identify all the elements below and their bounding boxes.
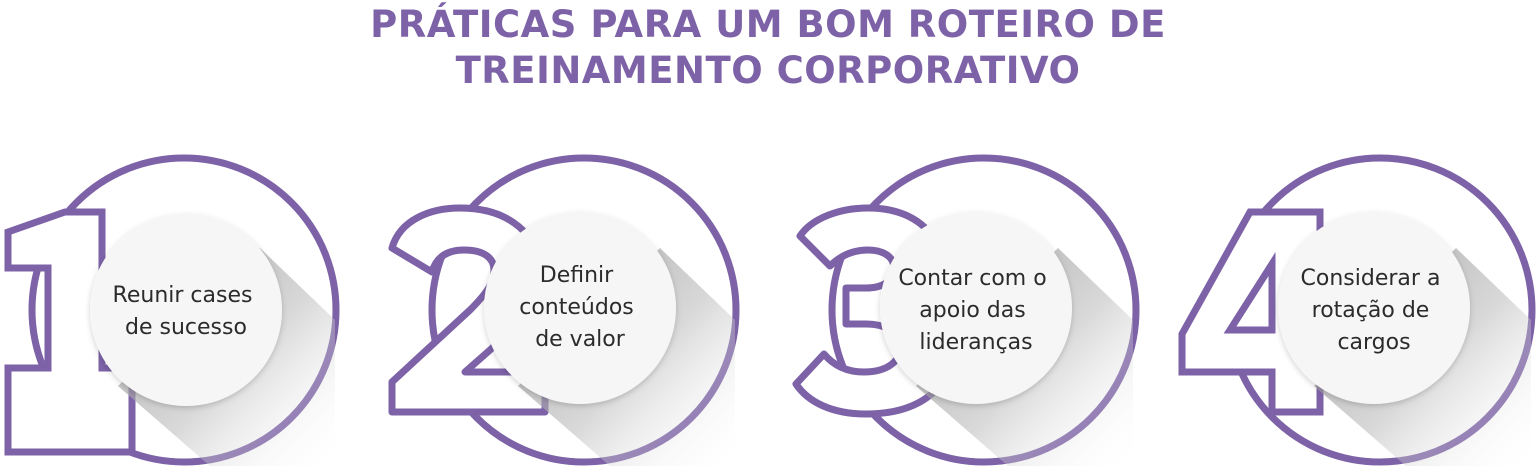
step-3-line-2: apoio das bbox=[919, 298, 1025, 323]
step-4: Considerar a rotação de cargos bbox=[1178, 154, 1536, 466]
step-1-line-1: Reunir cases bbox=[113, 283, 253, 308]
step-4-number-counter bbox=[1223, 251, 1276, 334]
step-4-line-3: cargos bbox=[1337, 330, 1410, 355]
step-4-line-2: rotação de bbox=[1312, 298, 1430, 323]
step-1-outer-ring bbox=[28, 154, 340, 466]
step-3-text: Contar com o apoio das lideranças bbox=[898, 266, 1053, 355]
step-2-line-1: Definir bbox=[540, 263, 614, 288]
step-2-line-2: conteúdos bbox=[519, 295, 634, 320]
step-2-inner-circle bbox=[484, 212, 676, 404]
title-line-1: PRÁTICAS PARA UM BOM ROTEIRO DE bbox=[370, 3, 1166, 46]
title-line-2: TREINAMENTO CORPORATIVO bbox=[455, 49, 1081, 92]
step-3-inner-circle bbox=[880, 212, 1072, 404]
page-title: PRÁTICAS PARA UM BOM ROTEIRO DE TREINAME… bbox=[0, 2, 1536, 94]
step-4-text: Considerar a rotação de cargos bbox=[1301, 266, 1448, 355]
step-2-text: Definir conteúdos de valor bbox=[519, 263, 641, 352]
step-3-outer-ring bbox=[828, 154, 1140, 466]
step-2-line-3: de valor bbox=[535, 327, 626, 352]
step-2: Definir conteúdos de valor bbox=[388, 154, 740, 466]
step-4-line-1: Considerar a bbox=[1301, 266, 1441, 291]
step-3-line-3: lideranças bbox=[919, 330, 1032, 355]
step-3-line-1: Contar com o bbox=[898, 266, 1046, 291]
step-1-text: Reunir cases de sucesso bbox=[113, 283, 260, 340]
step-1-line-2: de sucesso bbox=[125, 315, 247, 340]
step-3: Contar com o apoio das lideranças bbox=[792, 154, 1140, 466]
step-1-inner-circle bbox=[90, 214, 282, 406]
step-2-outer-ring bbox=[428, 154, 740, 466]
step-1: Reunir cases de sucesso bbox=[4, 154, 340, 466]
step-4-inner-circle bbox=[1278, 212, 1470, 404]
